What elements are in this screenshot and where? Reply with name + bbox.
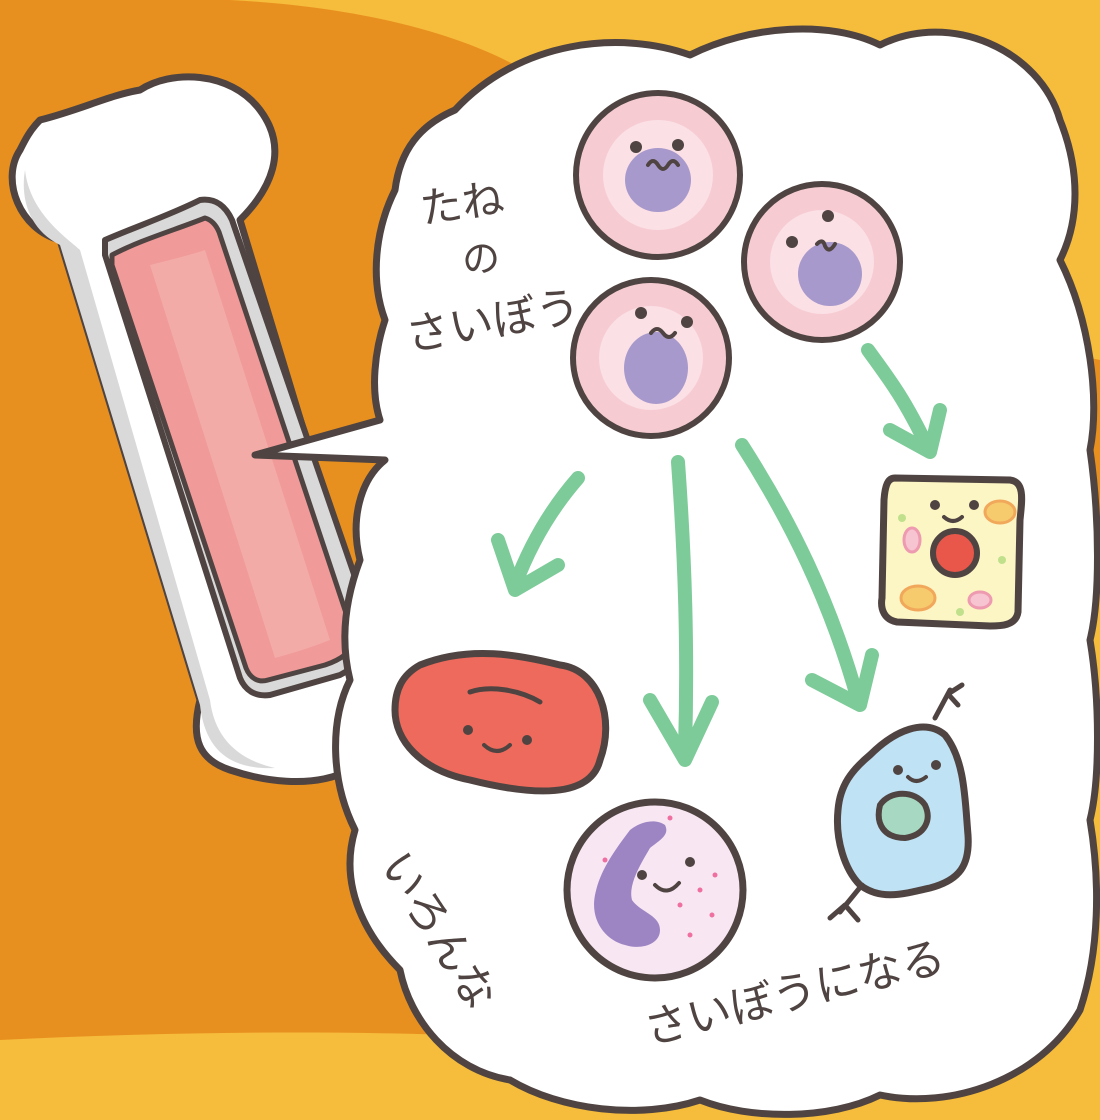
white-blood-cell-icon bbox=[567, 802, 743, 978]
fat-cell-icon bbox=[882, 478, 1022, 626]
stem-cell-label-line2: の bbox=[460, 238, 502, 280]
stem-cell-icon bbox=[744, 184, 900, 340]
stem-cell-label-line1: たね bbox=[417, 177, 506, 230]
stem-cell-icon bbox=[576, 93, 740, 257]
stem-cell-icon bbox=[573, 280, 729, 436]
